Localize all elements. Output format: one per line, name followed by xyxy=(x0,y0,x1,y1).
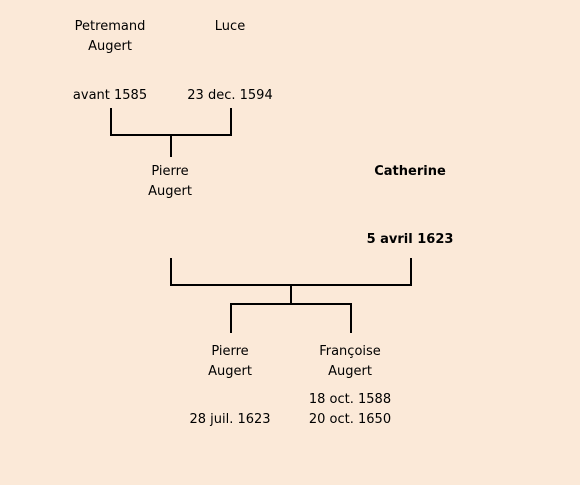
catherine-date: 5 avril 1623 xyxy=(366,232,454,247)
francoise-date-birth: 18 oct. 1588 xyxy=(308,392,392,407)
pierre-parent-name-first: Pierre xyxy=(151,164,189,179)
petremand-name-first: Petremand xyxy=(74,19,146,34)
francoise-date-death: 20 oct. 1650 xyxy=(308,412,392,427)
pierre-child-name-first: Pierre xyxy=(211,344,249,359)
catherine-name: Catherine xyxy=(374,164,446,179)
francoise-name-first: Françoise xyxy=(319,344,381,359)
pierre-child-name-last: Augert xyxy=(208,364,252,379)
luce-name: Luce xyxy=(214,19,246,34)
petremand-name-last: Augert xyxy=(88,39,132,54)
francoise-name-last: Augert xyxy=(328,364,372,379)
pierre-child-date: 28 juil. 1623 xyxy=(189,412,271,427)
luce-date: 23 dec. 1594 xyxy=(187,88,273,103)
pierre-parent-name-last: Augert xyxy=(148,184,192,199)
petremand-date: avant 1585 xyxy=(72,88,148,103)
